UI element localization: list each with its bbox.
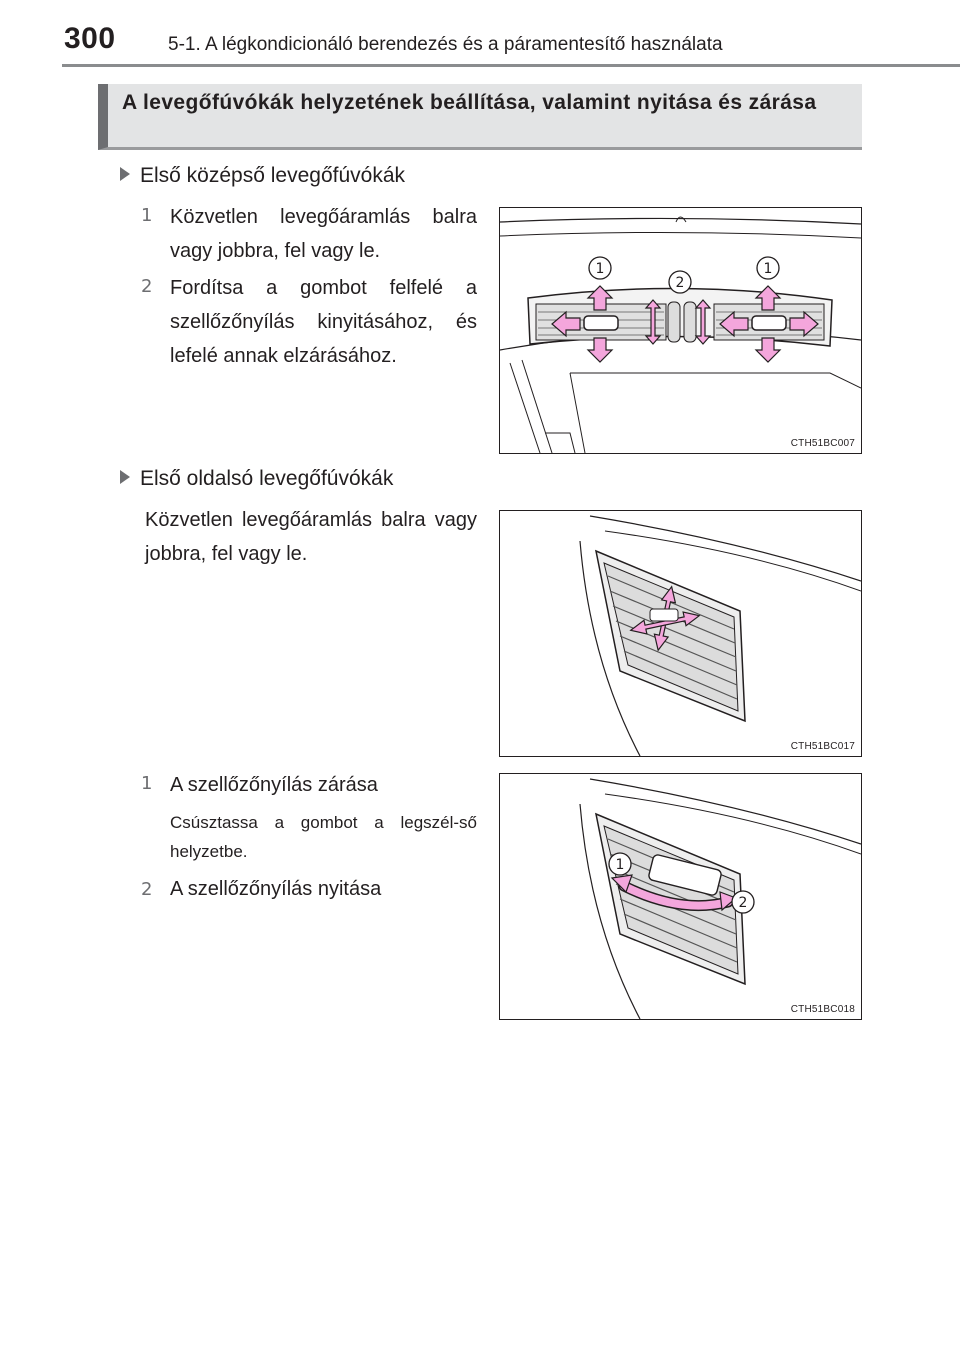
side-vent-knob-illustration: 1 2 CTH51BC018 (499, 773, 862, 1020)
front-side-heading: Első oldalsó levegőfúvókák (120, 465, 393, 493)
item-number: 1 (141, 205, 153, 226)
front-center-heading-text: Első középső levegőfúvókák (140, 164, 405, 187)
item-number: 2 (141, 276, 153, 297)
page-number: 300 (64, 22, 116, 55)
side-vent-drawing (579, 515, 861, 756)
figure-code: CTH51BC007 (790, 438, 855, 449)
section-heading-text: A levegőfúvókák helyzetének beállítása, … (122, 91, 817, 114)
item-number: 2 (141, 879, 153, 900)
callout-label: 2 (739, 895, 748, 911)
triangle-bullet-icon (120, 167, 130, 181)
callout-label: 1 (596, 261, 605, 277)
side-vent-knob-drawing: 1 2 (579, 778, 861, 1019)
side-item-2-text: A szellőzőnyílás nyitása (170, 878, 382, 900)
front-side-vent-illustration: CTH51BC017 (499, 510, 862, 757)
triangle-bullet-icon (120, 470, 130, 484)
item-number: 1 (141, 773, 153, 794)
callout-label: 1 (616, 857, 625, 873)
front-center-heading: Első középső levegőfúvókák (120, 162, 405, 190)
front-center-item-2-text: Fordítsa a gombot felfelé a szellőzőnyíl… (170, 277, 477, 367)
front-side-heading-text: Első oldalsó levegőfúvókák (140, 467, 394, 490)
chapter-title: 5-1. A légkondicionáló berendezés és a p… (168, 34, 723, 55)
side-item-1-text: A szellőzőnyílás zárása (170, 774, 378, 796)
side-item-1-note: Csúsztassa a gombot a legszél-ső helyzet… (170, 813, 477, 861)
figure-code: CTH51BC017 (790, 741, 855, 752)
section-heading: A levegőfúvókák helyzetének beállítása, … (98, 84, 862, 150)
figure-code: CTH51BC018 (790, 1004, 855, 1015)
header-rule (62, 64, 960, 67)
front-center-vent-illustration: 1 2 1 CTH51BC007 (499, 207, 862, 454)
front-side-text: Közvetlen levegőáramlás balra vagy jobbr… (145, 509, 477, 565)
callout-label: 1 (764, 261, 773, 277)
center-vent-drawing: 1 2 1 (500, 216, 861, 453)
front-center-item-1-text: Közvetlen levegőáramlás balra vagy jobbr… (170, 206, 477, 262)
callout-label: 2 (676, 275, 685, 291)
